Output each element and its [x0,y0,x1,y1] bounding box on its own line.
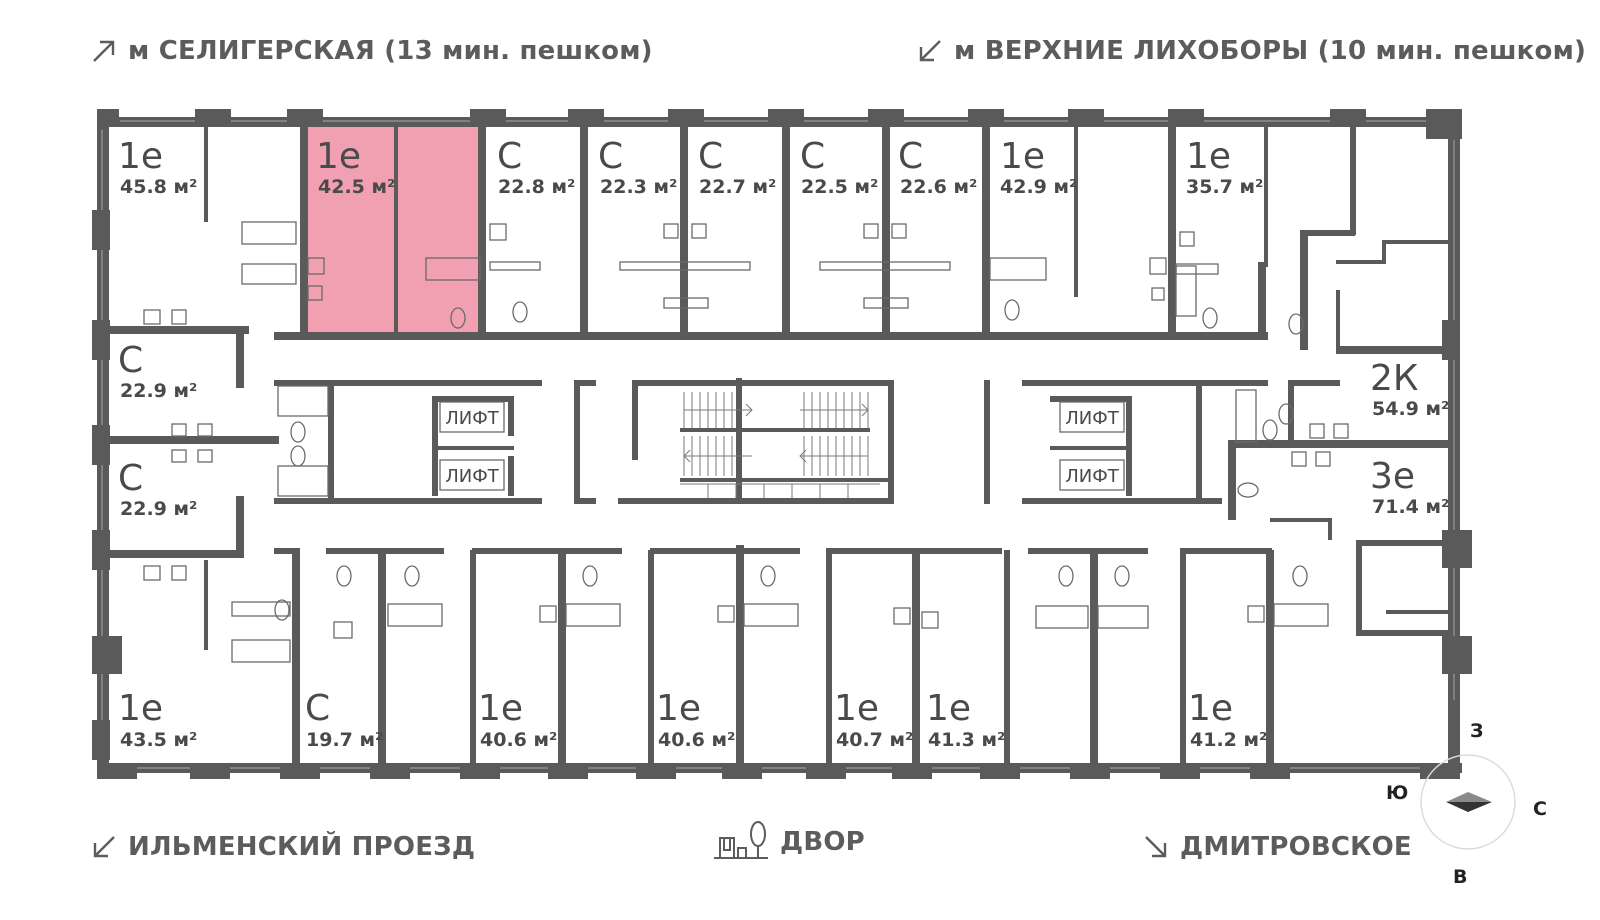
arrow-south-west-icon [919,40,941,62]
unit-area-label: 22.5 м² [801,176,878,198]
unit-type-label: С [800,136,825,177]
arrow-north-east-icon [93,40,115,62]
landmark-top-left: м СЕЛИГЕРСКАЯ (13 мин. пешком) [90,36,653,66]
unit-area-label: 54.9 м² [1372,398,1449,420]
landmark-label: ИЛЬМЕНСКИЙ ПРОЕЗД [128,832,476,862]
unit-area-label: 19.7 м² [306,729,383,751]
unit-type-label: 1е [118,688,163,729]
compass-east-label: С [1533,798,1547,820]
compass-south-label: В [1453,866,1468,888]
lift-labels: ЛИФТ ЛИФТ ЛИФТ ЛИФТ [439,401,1125,491]
lift-label: ЛИФТ [1065,466,1119,487]
lift-label: ЛИФТ [1065,408,1119,429]
unit-type-label: С [118,340,143,381]
unit-area-label: 22.8 м² [498,176,575,198]
arrow-south-west-icon [93,836,115,858]
unit-area-label: 42.9 м² [1000,176,1077,198]
courtyard-playground-icon [714,821,768,859]
unit-area-label: 41.3 м² [928,729,1005,751]
unit-area-label: 42.5 м² [318,176,395,198]
unit-type-label: 1е [1188,688,1233,729]
unit-type-label: 1е [478,688,523,729]
unit-type-label: 1е [316,136,361,177]
lift-label: ЛИФТ [445,466,499,487]
unit-area-label: 35.7 м² [1186,176,1263,198]
unit-type-label: 1е [656,688,701,729]
unit-type-label: 1е [1000,136,1045,177]
unit-type-label: 3е [1370,456,1415,497]
unit-area-label: 71.4 м² [1372,496,1449,518]
unit-type-label: 1е [1186,136,1231,177]
unit-type-label: С [305,688,330,729]
unit-area-label: 40.6 м² [480,729,557,751]
compass-north-label: З [1470,720,1484,742]
unit-type-label: 1е [834,688,879,729]
unit-area-label: 22.9 м² [120,498,197,520]
landmark-label: ДМИТРОВСКОЕ [1180,832,1412,862]
unit-type-label: С [698,136,723,177]
lift-label: ЛИФТ [445,408,499,429]
unit-type-label: 2К [1370,358,1418,399]
arrow-south-east-icon [1145,836,1167,858]
unit-area-label: 22.9 м² [120,380,197,402]
landmark-bottom-right: ДМИТРОВСКОЕ [1142,832,1412,862]
unit-type-label: С [497,136,522,177]
compass-west-label: Ю [1386,782,1409,804]
unit-area-label: 45.8 м² [120,176,197,198]
unit-type-label: С [598,136,623,177]
unit-type-label: 1е [926,688,971,729]
unit-type-label: С [898,136,923,177]
compass-icon [1420,754,1516,850]
window-strips [101,120,1455,769]
fixtures [143,221,1349,663]
unit-type-label: С [118,458,143,499]
landmark-bottom-left: ИЛЬМЕНСКИЙ ПРОЕЗД [90,832,475,862]
unit-area-label: 40.7 м² [836,729,913,751]
landmark-top-right: м ВЕРХНИЕ ЛИХОБОРЫ (10 мин. пешком) [916,36,1586,66]
unit-area-label: 22.3 м² [600,176,677,198]
interior-walls [109,127,1448,765]
unit-type-label: 1е [118,136,163,177]
unit-area-label: 22.7 м² [699,176,776,198]
landmark-label: ДВОР [780,827,865,857]
landmark-label: м ВЕРХНИЕ ЛИХОБОРЫ (10 мин. пешком) [954,36,1587,66]
staircase [680,392,880,498]
unit-area-label: 41.2 м² [1190,729,1267,751]
landmark-label: м СЕЛИГЕРСКАЯ (13 мин. пешком) [128,36,653,66]
unit-area-label: 43.5 м² [120,729,197,751]
unit-area-label: 22.6 м² [900,176,977,198]
landmark-bottom-center: ДВОР [712,820,865,864]
unit-area-label: 40.6 м² [658,729,735,751]
unit-labels[interactable]: 1е 45.8 м² 1е 42.5 м² С 22.8 м² С 22.3 м… [118,136,1449,751]
